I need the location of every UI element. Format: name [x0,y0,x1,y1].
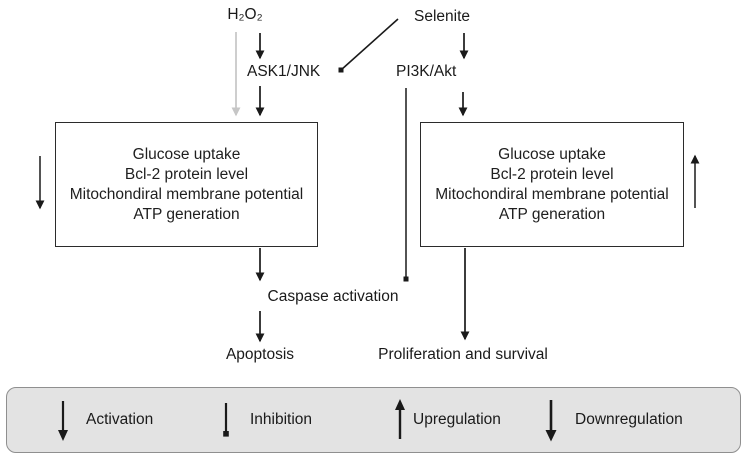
box-line: Bcl-2 protein level [490,165,614,183]
legend-label: Downregulation [575,411,683,428]
box-line: Bcl-2 protein level [124,165,249,183]
node-ask1-jnk: ASK1/JNK [247,63,321,80]
box-line: Glucose uptake [132,145,241,163]
down-arrow-icon [58,401,68,441]
inhibition-line-selenite-to-ask1jnk [338,18,399,73]
node-pi3k-akt: PI3K/Akt [396,63,457,80]
legend-label: Activation [86,411,154,428]
legend-label: Inhibition [250,411,313,428]
box-line: Mitochondiral membrane potential [435,185,669,203]
node-h2o2: H₂O₂ [227,6,263,23]
up-arrow-icon [395,399,405,439]
node-apoptosis: Apoptosis [225,346,295,363]
legend-item-upregulation: Upregulation [393,388,501,452]
box-line: ATP generation [133,205,240,223]
box-line: ATP generation [498,205,606,223]
legend-label: Upregulation [413,411,501,428]
legend-box: Activation Inhibition Upregulation Downr… [6,387,741,453]
legend-item-activation: Activation [56,388,153,452]
left-effects-box: Glucose uptake Bcl-2 protein level Mitoc… [55,122,318,247]
node-proliferation-survival: Proliferation and survival [378,346,548,363]
legend-item-downregulation: Downregulation [544,388,683,452]
node-caspase-activation: Caspase activation [267,288,399,305]
right-effects-box: Glucose uptake Bcl-2 protein level Mitoc… [420,122,684,247]
box-line: Mitochondiral membrane potential [69,185,304,203]
node-selenite: Selenite [414,8,471,25]
box-line: Glucose uptake [498,145,606,163]
down-arrow-bold-icon [545,400,557,442]
legend-item-inhibition: Inhibition [219,388,312,452]
inhibition-dot-icon [223,403,229,437]
